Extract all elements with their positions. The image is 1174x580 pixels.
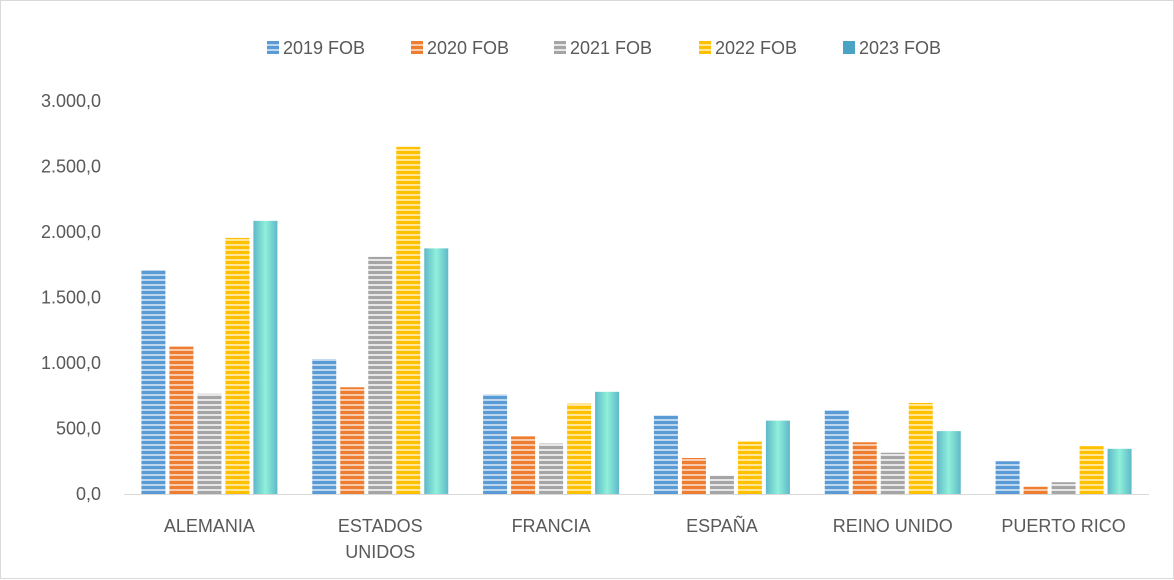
- bar: [253, 220, 278, 495]
- x-category-label: PUERTO RICO: [1001, 516, 1125, 536]
- bar: [852, 442, 877, 494]
- legend-swatch: [699, 41, 711, 54]
- legend-label: 2019 FOB: [283, 38, 365, 58]
- bar: [595, 391, 620, 494]
- legend-swatch: [411, 41, 423, 54]
- bar: [737, 441, 762, 494]
- x-category-label: FRANCIA: [512, 516, 591, 536]
- y-tick-label: 1.500,0: [41, 288, 101, 308]
- y-tick-label: 500,0: [56, 419, 101, 439]
- bar: [225, 237, 250, 494]
- bar: [880, 452, 905, 494]
- bar: [141, 269, 166, 494]
- bar: [567, 403, 592, 494]
- bar: [424, 248, 449, 494]
- y-tick-label: 2.000,0: [41, 222, 101, 242]
- bar: [824, 410, 849, 494]
- legend-swatch: [267, 41, 279, 54]
- x-category-label: REINO UNIDO: [833, 516, 953, 536]
- y-tick-label: 3.000,0: [41, 91, 101, 111]
- bar: [197, 393, 222, 494]
- legend-label: 2020 FOB: [427, 38, 509, 58]
- y-tick-label: 1.000,0: [41, 353, 101, 373]
- bar: [1107, 448, 1132, 494]
- bar: [483, 394, 508, 494]
- bar: [539, 443, 564, 494]
- legend-swatch: [554, 41, 566, 54]
- bar: [653, 415, 678, 494]
- legend-swatch: [843, 41, 855, 54]
- bar: [169, 346, 194, 494]
- bar: [1023, 486, 1048, 494]
- bar: [511, 436, 536, 494]
- legend-label: 2023 FOB: [859, 38, 941, 58]
- legend: 2019 FOB 2020 FOB 2021 FOB 2022 FOB 2023 FOB: [267, 38, 941, 58]
- bar: [681, 457, 706, 494]
- bar: [936, 431, 961, 494]
- bar: [908, 402, 933, 494]
- y-tick-label: 0,0: [76, 484, 101, 504]
- x-category-label: ESPAÑA: [686, 515, 758, 536]
- bar: [1051, 482, 1076, 494]
- bar: [709, 475, 734, 494]
- legend-label: 2021 FOB: [570, 38, 652, 58]
- bar: [1079, 446, 1104, 494]
- bar: [340, 387, 365, 494]
- bars-group: [141, 146, 1132, 495]
- bar: [396, 146, 421, 494]
- legend-label: 2022 FOB: [715, 38, 797, 58]
- y-tick-label: 2.500,0: [41, 157, 101, 177]
- x-category-label: ALEMANIA: [164, 516, 255, 536]
- bar: [368, 256, 393, 494]
- bar: [312, 359, 337, 494]
- y-axis: 0,0 500,0 1.000,0 1.500,0 2.000,0 2.500,0 3.00…: [41, 91, 101, 504]
- bar: [765, 420, 790, 494]
- bar: [995, 461, 1020, 494]
